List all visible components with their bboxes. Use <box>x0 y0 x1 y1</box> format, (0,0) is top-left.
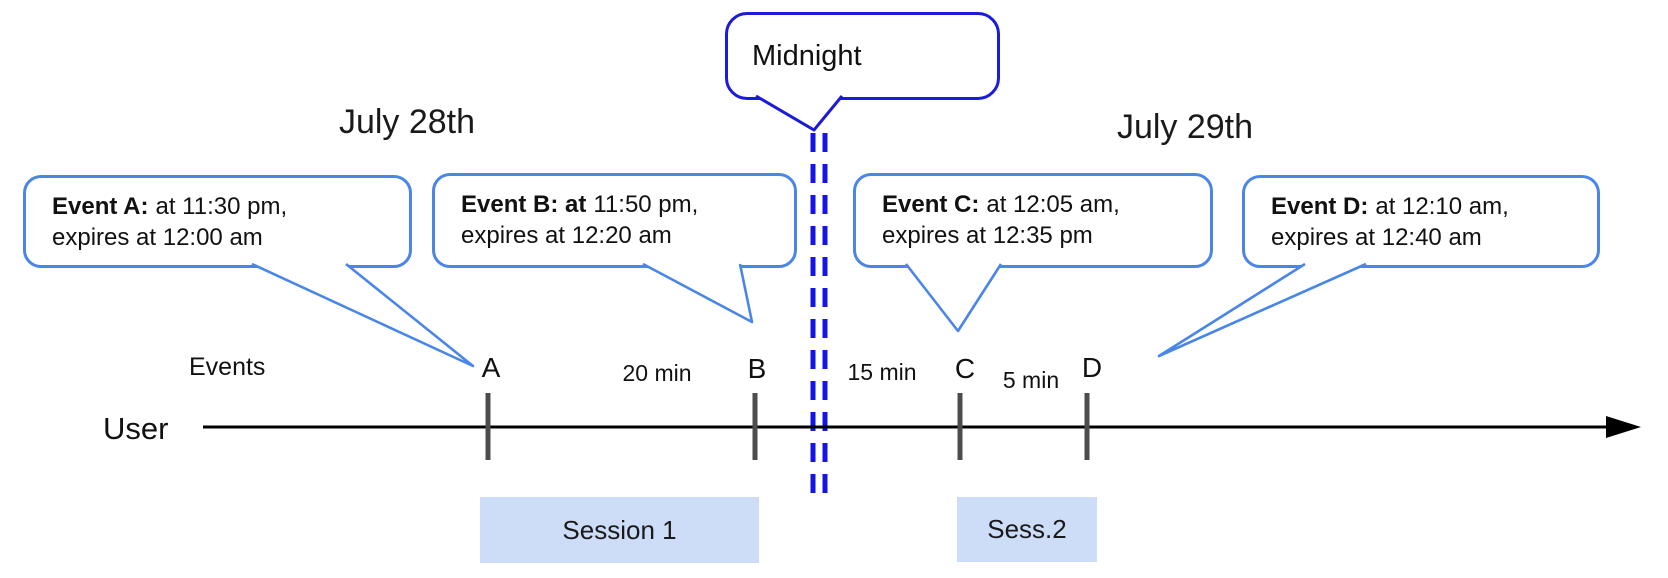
event-d-time: at 12:10 am, <box>1375 193 1509 220</box>
event-c-line1: Event C:at 12:05 am, <box>882 189 1200 220</box>
interval-label-15min: 15 min <box>847 359 917 385</box>
event-c-time: at 12:05 am, <box>986 191 1120 218</box>
event-a-line1: Event A:at 11:30 pm, <box>52 191 399 222</box>
event-a-title: Event A: <box>52 193 149 220</box>
midnight-callout: Midnight <box>725 12 1000 100</box>
interval-label-20min: 20 min <box>622 360 692 386</box>
midnight-label: Midnight <box>752 40 862 72</box>
callout-tail-b <box>642 262 754 324</box>
event-b-title: Event B: at <box>461 191 587 218</box>
tick-label-c: C <box>954 353 976 384</box>
interval-label-5min: 5 min <box>1002 367 1060 393</box>
session-1-box: Session 1 <box>480 497 759 563</box>
date-heading-july-29: July 29th <box>1116 108 1254 146</box>
session-2-label: Sess.2 <box>987 514 1067 544</box>
user-axis-label: User <box>103 411 169 446</box>
tick-label-b: B <box>747 353 767 384</box>
session-1-label: Session 1 <box>562 515 677 545</box>
event-d-callout: Event D:at 12:10 am, expires at 12:40 am <box>1242 175 1600 268</box>
events-axis-label: Events <box>189 353 266 381</box>
event-c-title: Event C: <box>882 191 980 218</box>
date-heading-july-28: July 28th <box>338 103 476 141</box>
timeline-arrowhead-icon <box>1606 416 1641 438</box>
event-d-line1: Event D:at 12:10 am, <box>1271 191 1587 222</box>
tick-label-a: A <box>481 352 501 383</box>
event-d-line2: expires at 12:40 am <box>1271 224 1482 251</box>
event-c-line2: expires at 12:35 pm <box>882 222 1093 249</box>
midnight-dashed-line <box>810 133 828 505</box>
callout-tail-c <box>904 263 1003 333</box>
tick-label-d: D <box>1081 352 1103 383</box>
event-b-time: 11:50 pm, <box>593 191 699 218</box>
event-a-callout: Event A:at 11:30 pm, expires at 12:00 am <box>23 175 412 268</box>
event-d-title: Event D: <box>1271 193 1369 220</box>
callout-tail-a <box>251 262 475 368</box>
callout-tail-d <box>1157 262 1367 358</box>
session-2-box: Sess.2 <box>957 497 1097 562</box>
event-a-line2: expires at 12:00 am <box>52 224 263 251</box>
event-b-line2: expires at 12:20 am <box>461 222 672 249</box>
event-a-time: at 11:30 pm, <box>155 193 288 220</box>
midnight-callout-tail <box>755 94 844 132</box>
event-c-callout: Event C:at 12:05 am, expires at 12:35 pm <box>853 173 1213 268</box>
user-timeline-arrow <box>203 416 1641 438</box>
